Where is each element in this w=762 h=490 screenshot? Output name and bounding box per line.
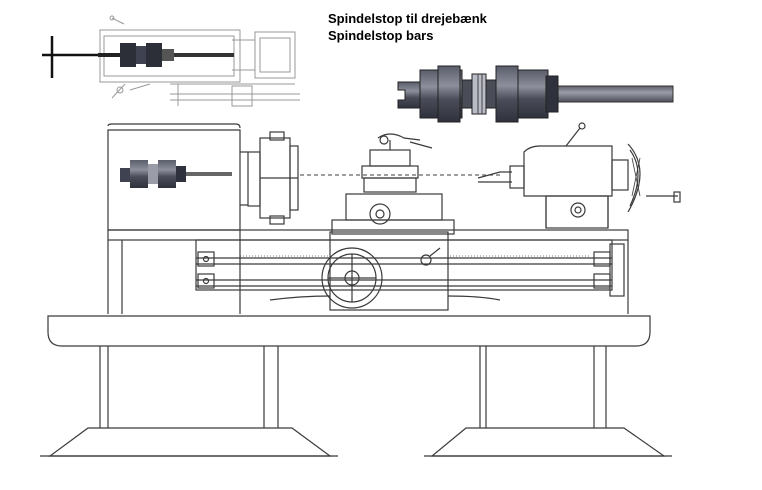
base [40, 315, 672, 457]
spindle-stop-bar [397, 65, 674, 123]
headstock-spindle-part [120, 160, 232, 188]
inset-spindle-part [98, 43, 234, 67]
tailstock [477, 122, 681, 229]
title-english: Spindelstop bars [328, 28, 434, 43]
bed [107, 229, 629, 314]
title-danish: Spindelstop til drejebænk [328, 11, 487, 26]
headstock [107, 123, 299, 231]
inset-handle [42, 36, 100, 78]
inset-sketch [42, 15, 300, 107]
carriage [300, 133, 500, 311]
lathe [40, 122, 681, 457]
